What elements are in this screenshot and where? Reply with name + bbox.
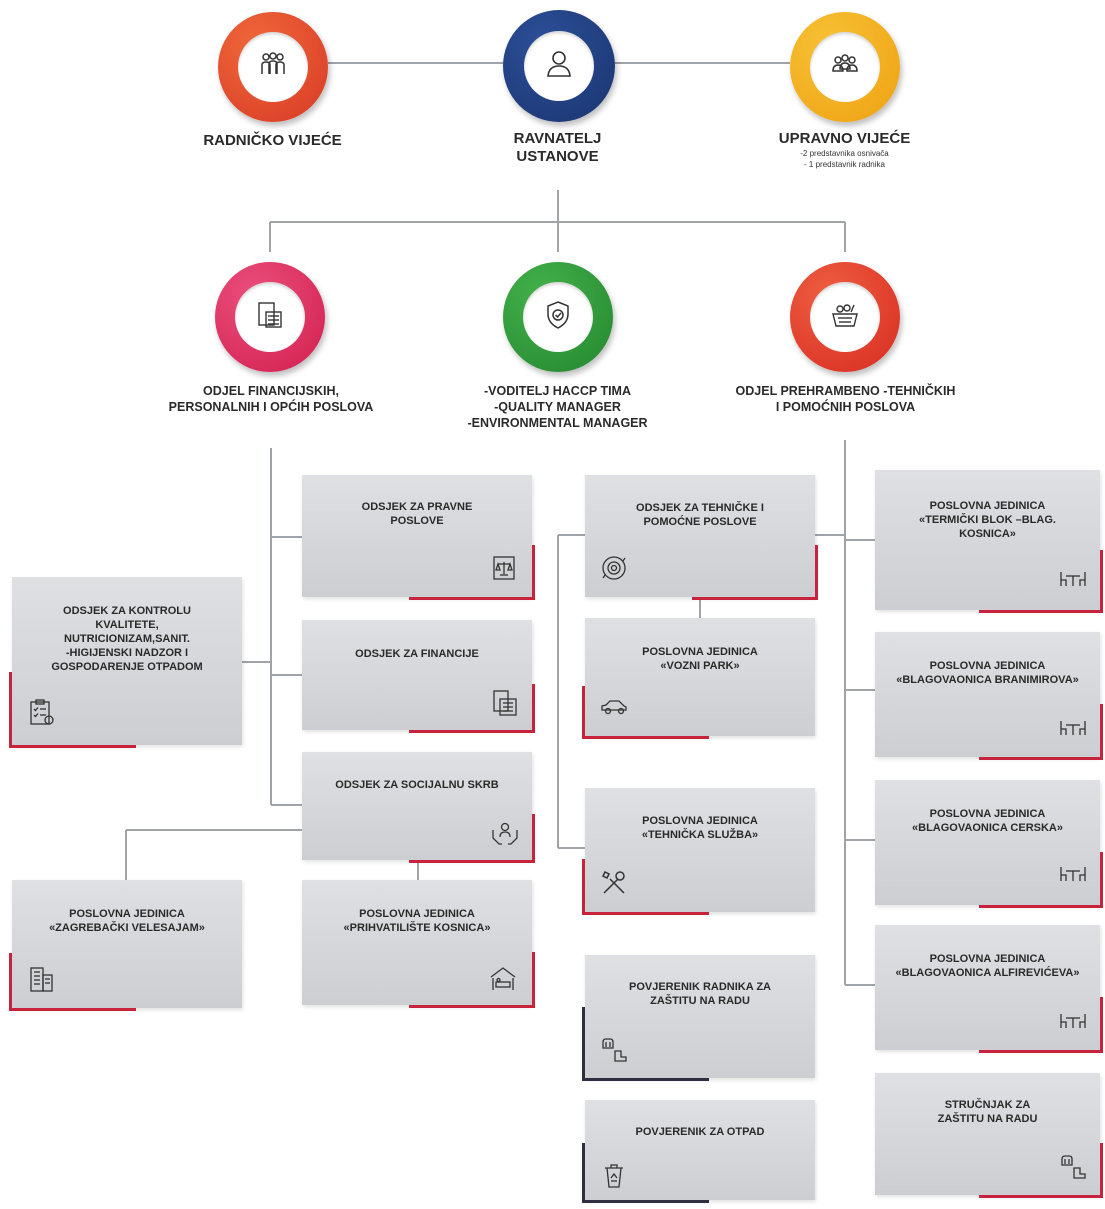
recycle-bin-icon [599, 1160, 629, 1190]
box-cerska-line2: «BLAGOVAONICA CERSKA» [912, 822, 1063, 834]
box-strucnjak-zastita: STRUČNJAK ZA ZAŠTITU NA RADU [875, 1073, 1103, 1198]
box-tehnicke-line1: ODSJEK ZA TEHNIČKE I [636, 502, 764, 514]
box-cerska-line1: POSLOVNA JEDINICA [929, 808, 1046, 820]
financijski-title-line1: ODJEL FINANCIJSKIH, [203, 384, 339, 398]
box-povjerenik-radnika-line2: ZAŠTITU NA RADU [650, 995, 750, 1007]
dining-table-icon [1058, 1004, 1088, 1034]
box-termicki-line1: POSLOVNA JEDINICA [929, 500, 1046, 512]
financijski-circle [215, 262, 325, 372]
haccp-circle [503, 262, 613, 372]
bed-house-icon [488, 963, 518, 993]
board-group-icon [828, 48, 862, 87]
box-kontrola-line2: KVALITETE, [95, 619, 159, 631]
prehrambeno-title: ODJEL PREHRAMBENO -TEHNIČKIH I POMOĆNIH … [718, 383, 973, 415]
prehrambeno-title-line2: I POMOĆNIH POSLOVA [775, 400, 916, 414]
upravno-vijece-title: UPRAVNO VIJEĆE -2 predstavnika osnivača … [752, 130, 937, 170]
box-zagrebacki-velesajam: POSLOVNA JEDINICA «ZAGREBAČKI VELESAJAM» [9, 880, 242, 1011]
dining-table-icon [1058, 857, 1088, 887]
box-povjerenik-radnika: POVJERENIK RADNIKA ZA ZAŠTITU NA RADU [582, 955, 815, 1081]
box-socijalna-line1: ODSJEK ZA SOCIJALNU SKRB [335, 779, 499, 791]
legal-scales-icon [490, 553, 520, 583]
box-financije: ODSJEK ZA FINANCIJE [302, 620, 535, 733]
box-pravni-line2: POSLOVE [390, 515, 444, 527]
box-kontrola-kvalitete: ODSJEK ZA KONTROLU KVALITETE, NUTRICIONI… [9, 577, 242, 748]
box-socijalna-skrb: ODSJEK ZA SOCIJALNU SKRB [302, 752, 535, 863]
gear-cycle-icon [599, 553, 629, 583]
haccp-title-line3: -ENVIRONMENTAL MANAGER [467, 416, 648, 430]
safety-gear-icon [1058, 1151, 1088, 1181]
prehrambeno-circle [790, 262, 900, 372]
box-vozni-park-line1: POSLOVNA JEDINICA [642, 646, 758, 658]
box-tehnicke-pomocne: ODSJEK ZA TEHNIČKE I POMOĆNE POSLOVE [585, 475, 818, 600]
box-termicki-blok: POSLOVNA JEDINICA «TERMIČKI BLOK –BLAG. … [875, 470, 1103, 613]
dining-table-icon [1058, 711, 1088, 741]
box-alfireviceva-line2: «BLAGOVAONICA ALFIREVIĆEVA» [895, 967, 1080, 979]
upravno-vijece-circle [790, 12, 900, 122]
box-strucnjak-line2: ZAŠTITU NA RADU [937, 1113, 1038, 1125]
box-alfireviceva-line1: POSLOVNA JEDINICA [929, 953, 1046, 965]
box-velesajam-line2: «ZAGREBAČKI VELESAJAM» [49, 922, 205, 934]
food-basket-icon [828, 298, 862, 337]
person-icon [542, 47, 576, 86]
box-blagovaonica-branimirova: POSLOVNA JEDINICA «BLAGOVAONICA BRANIMIR… [875, 632, 1103, 760]
upravno-vijece-label: UPRAVNO VIJEĆE [778, 130, 911, 147]
haccp-title-line2: -QUALITY MANAGER [494, 400, 621, 414]
haccp-title-line1: -VODITELJ HACCP TIMA [484, 384, 631, 398]
box-velesajam-line1: POSLOVNA JEDINICA [69, 908, 185, 920]
wrench-screwdriver-icon [599, 868, 629, 898]
ravnatelj-title-line2: USTANOVE [516, 148, 599, 165]
box-prihvatiliste-line2: «PRIHVATILIŠTE KOSNICA» [343, 922, 491, 934]
box-prihvatiliste-kosnica: POSLOVNA JEDINICA «PRIHVATILIŠTE KOSNICA… [302, 880, 535, 1008]
box-tehnicke-line2: POMOĆNE POSLOVE [643, 516, 757, 528]
calculator-document-icon [253, 298, 287, 337]
ravnatelj-circle [503, 10, 615, 122]
box-vozni-park: POSLOVNA JEDINICA «VOZNI PARK» [582, 618, 815, 739]
box-blagovaonica-cerska: POSLOVNA JEDINICA «BLAGOVAONICA CERSKA» [875, 780, 1103, 908]
financijski-title-line2: PERSONALNIH I OPĆIH POSLOVA [168, 400, 374, 414]
box-termicki-line2: «TERMIČKI BLOK –BLAG. [919, 514, 1056, 526]
shield-check-icon [541, 298, 575, 337]
box-tehnicka-sluzba-line2: «TEHNIČKA SLUŽBA» [641, 829, 759, 841]
box-prihvatiliste-line1: POSLOVNA JEDINICA [359, 908, 475, 920]
caring-hands-icon [490, 818, 520, 848]
financijski-title: ODJEL FINANCIJSKIH, PERSONALNIH I OPĆIH … [140, 383, 402, 415]
box-pravni-poslovi: ODSJEK ZA PRAVNE POSLOVE [302, 475, 535, 600]
workers-group-icon [256, 48, 290, 87]
box-blagovaonica-alfireviceva: POSLOVNA JEDINICA «BLAGOVAONICA ALFIREVI… [875, 925, 1103, 1053]
ravnatelj-title: RAVNATELJ USTANOVE [465, 130, 650, 166]
prehrambeno-title-line1: ODJEL PREHRAMBENO -TEHNIČKIH [735, 384, 956, 398]
dining-table-icon [1058, 562, 1088, 592]
box-strucnjak-line1: STRUČNJAK ZA [944, 1099, 1031, 1111]
box-povjerenik-radnika-line1: POVJERENIK RADNIKA ZA [629, 981, 771, 993]
box-kontrola-line4: -HIGIJENSKI NADZOR I [65, 647, 189, 659]
haccp-title: -VODITELJ HACCP TIMA -QUALITY MANAGER -E… [430, 383, 685, 431]
radnicko-vijece-circle [218, 12, 328, 122]
box-povjerenik-otpad: POVJERENIK ZA OTPAD [582, 1100, 815, 1203]
box-povjerenik-otpad-line1: POVJERENIK ZA OTPAD [635, 1126, 765, 1138]
calculator-document-icon [490, 688, 520, 718]
box-kontrola-line1: ODSJEK ZA KONTROLU [63, 605, 191, 617]
box-pravni-line1: ODSJEK ZA PRAVNE [361, 501, 473, 513]
box-financije-line1: ODSJEK ZA FINANCIJE [355, 648, 479, 660]
radnicko-vijece-title: RADNIČKO VIJEĆE [203, 132, 342, 149]
box-branimirova-line2: «BLAGOVAONICA BRANIMIROVA» [896, 674, 1079, 686]
box-branimirova-line1: POSLOVNA JEDINICA [929, 660, 1046, 672]
box-termicki-line3: KOSNICA» [959, 528, 1016, 540]
box-kontrola-line5: GOSPODARENJE OTPADOM [51, 661, 203, 673]
upravno-sub-2: - 1 predstavnik radnika [804, 160, 885, 169]
box-kontrola-line3: NUTRICIONIZAM,SANIT. [64, 633, 190, 645]
box-vozni-park-line2: «VOZNI PARK» [660, 660, 740, 672]
box-tehnicka-sluzba-line1: POSLOVNA JEDINICA [642, 815, 758, 827]
upravno-sub-1: -2 predstavnika osnivača [800, 149, 889, 158]
building-icon [26, 964, 56, 994]
ravnatelj-title-line1: RAVNATELJ [513, 130, 602, 147]
box-tehnicka-sluzba: POSLOVNA JEDINICA «TEHNIČKA SLUŽBA» [582, 788, 815, 915]
safety-gear-icon [599, 1034, 629, 1064]
clipboard-checklist-icon [26, 697, 56, 727]
car-icon [599, 692, 629, 722]
